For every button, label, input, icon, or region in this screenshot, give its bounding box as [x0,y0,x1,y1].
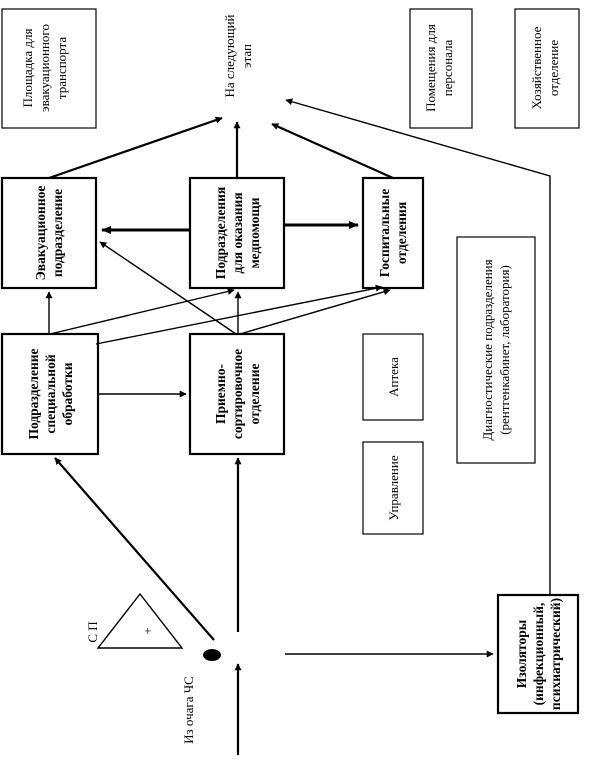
isolators-line-3: психиатрический) [548,598,563,710]
sp-marker-dot [203,649,221,661]
sp-label: С П [85,621,100,642]
special-processing-box: Подразделение специальной обработки [0,332,100,456]
arrow-isolators-to-next [285,98,551,595]
connectors [45,98,551,755]
hospital-line-1: Госпитальные [377,189,392,277]
medical-help-line-3: медпомощи [247,197,262,268]
special-processing-line-1: Подразделение [26,348,41,439]
reception-line-3: отделение [247,364,262,425]
arrow-evacuation-to-next [48,116,223,180]
household-box: Хозяйственное отделение [514,8,580,129]
staff-rooms-box: Помещения для персонала [409,8,473,129]
medical-help-line-1: Подразделения [213,187,228,279]
next-stage-line-1: На следующий [222,14,237,97]
next-stage-line-2: этап [239,44,254,68]
arrow-to-special-processing [54,457,215,641]
medical-help-line-2: для оказания [230,192,245,273]
transport-area-line-2: эвакуационного [37,24,52,112]
sp-triangle: + [96,592,221,661]
arrow-reception-to-evacuation [99,241,237,335]
transport-area-line-3: транспорта [54,37,69,99]
evacuation-line-1: Эвакуационное [33,186,48,281]
medical-help-units-box: Подразделения для оказания медпомощи [188,176,286,290]
evacuation-line-2: подразделение [50,189,65,277]
special-processing-line-2: специальной [43,354,58,433]
staff-rooms-line-2: персонала [440,39,455,96]
pharmacy-label: Аптека [386,357,401,397]
evacuation-unit-box: Эвакуационное подразделение [0,176,98,290]
special-processing-line-3: обработки [60,362,75,425]
reception-line-1: Приемно- [213,364,228,424]
next-stage-label: На следующий этап [222,14,254,97]
management-box: Управление [362,441,424,535]
diagnostics-line-1: Диагностические подразделения [480,259,495,440]
diagnostics-line-2: (рентгенкабинет, лаборатория) [497,265,512,435]
sp-plus-sign: + [140,627,155,634]
isolators-line-2: (инфекционный, [531,603,546,706]
hospital-line-2: отделения [394,202,409,264]
pharmacy-box: Аптека [362,333,424,421]
diagnostics-box: Диагностические подразделения (рентгенка… [456,236,536,464]
household-line-1: Хозяйственное [529,26,544,109]
arrow-hospital-to-next [271,122,394,180]
isolators-box: Изоляторы (инфекционный, психиатрический… [496,593,580,715]
arrow-processing-to-hospital [95,284,383,345]
reception-line-2: сортировочное [230,349,245,439]
staff-rooms-line-1: Помещения для [423,24,438,112]
hospital-departments-box: Госпитальные отделения [361,176,425,290]
management-label: Управление [386,455,401,520]
transport-area-line-1: Площадка для [20,28,35,107]
household-line-2: отделение [546,40,561,96]
arrow-processing-to-medical [49,288,235,335]
reception-sorting-box: Приемно- сортировочное отделение [188,332,286,456]
arrow-reception-to-hospital [239,288,391,335]
transport-area-box: Площадка для эвакуационного транспорта [1,8,97,129]
isolators-line-1: Изоляторы [514,619,529,688]
from-source-label: Из очага ЧС [181,676,196,744]
